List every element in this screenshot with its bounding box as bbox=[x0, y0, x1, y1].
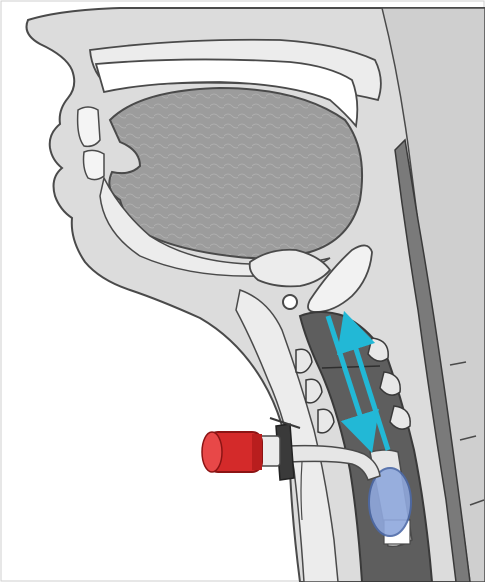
upper-teeth bbox=[78, 107, 100, 146]
tube-cap-icon bbox=[202, 432, 262, 472]
lower-teeth bbox=[84, 150, 105, 179]
hyoid-ring bbox=[283, 295, 297, 309]
